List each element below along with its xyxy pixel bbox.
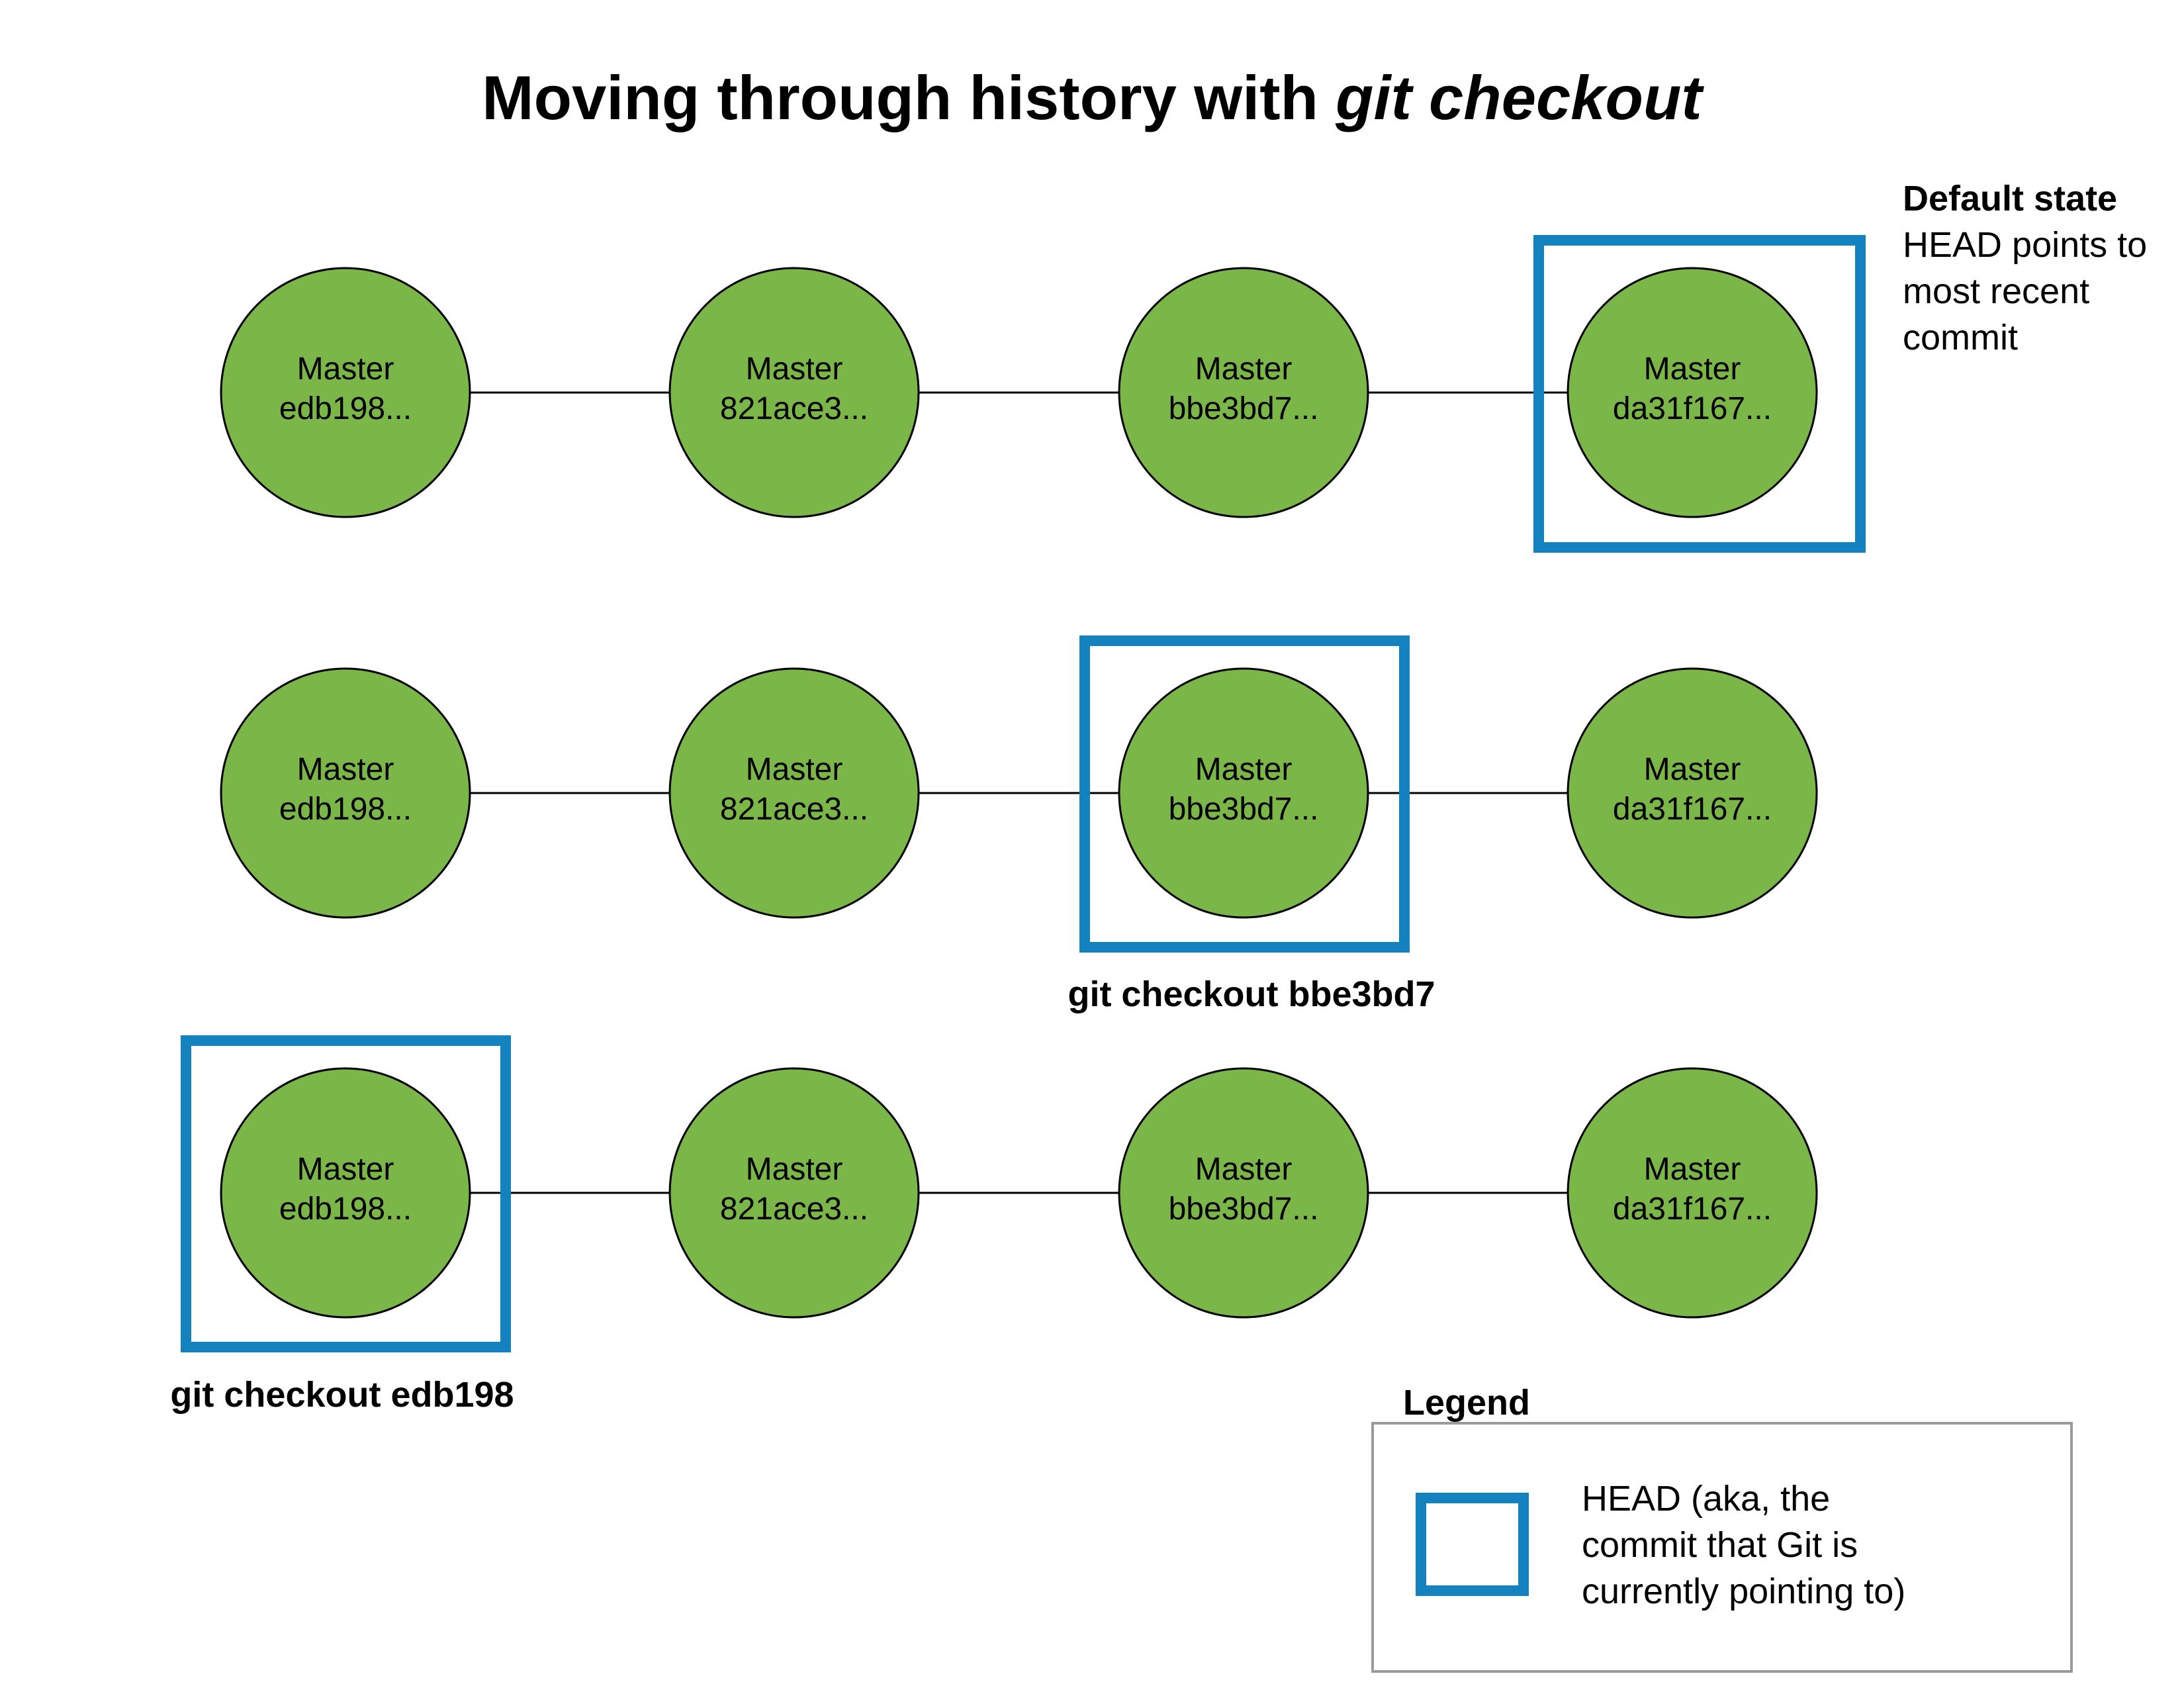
checkout-command-label: git checkout edb198 bbox=[170, 1375, 514, 1415]
commit-branch: Master bbox=[746, 352, 843, 387]
head-marker bbox=[1533, 235, 1866, 553]
commit-hash: bbe3bd7... bbox=[1169, 1192, 1319, 1227]
commit-hash: da31f167... bbox=[1613, 1192, 1772, 1227]
legend-box bbox=[1371, 1422, 2073, 1673]
commit-node: Master bbe3bd7... bbox=[1118, 267, 1369, 518]
commit-branch: Master bbox=[1195, 352, 1293, 387]
commit-node: Master da31f167... bbox=[1567, 667, 1818, 919]
legend-title: Legend bbox=[1403, 1383, 1530, 1423]
legend-head-swatch bbox=[1416, 1493, 1529, 1596]
checkout-command-label: git checkout bbe3bd7 bbox=[1068, 974, 1435, 1014]
commit-branch: Master bbox=[297, 1152, 394, 1187]
commit-branch: Master bbox=[746, 1152, 843, 1187]
commit-branch: Master bbox=[1644, 352, 1741, 387]
commit-hash: edb198... bbox=[279, 792, 412, 827]
history-row-checkout-edb198: Master edb198... Master 821ace3... Maste… bbox=[170, 1035, 1818, 1415]
head-marker bbox=[1079, 635, 1410, 953]
commit-hash: bbe3bd7... bbox=[1169, 792, 1319, 827]
commit-branch: Master bbox=[1644, 1152, 1741, 1187]
commit-node: Master bbe3bd7... bbox=[1118, 1067, 1369, 1319]
default-state-line: commit bbox=[1903, 318, 2018, 357]
commit-hash: edb198... bbox=[279, 1192, 412, 1227]
legend-description-line: commit that Git is bbox=[1582, 1525, 1858, 1565]
legend-description-line: HEAD (aka, the bbox=[1582, 1479, 1830, 1519]
commit-node: Master bbe3bd7... bbox=[1118, 667, 1369, 919]
commit-hash: 821ace3... bbox=[720, 1192, 868, 1227]
commit-hash: da31f167... bbox=[1613, 792, 1772, 827]
commit-node: Master edb198... bbox=[220, 1067, 471, 1319]
commit-branch: Master bbox=[1195, 752, 1293, 787]
commit-hash: da31f167... bbox=[1613, 391, 1772, 426]
commit-branch: Master bbox=[297, 752, 394, 787]
commit-node: Master da31f167... bbox=[1567, 1067, 1818, 1319]
commit-branch: Master bbox=[1644, 752, 1741, 787]
legend-description-line: currently pointing to) bbox=[1582, 1571, 1905, 1611]
commit-branch: Master bbox=[297, 352, 394, 387]
commit-node: Master edb198... bbox=[220, 267, 471, 518]
commit-node: Master 821ace3... bbox=[668, 667, 920, 919]
commit-branch: Master bbox=[746, 752, 843, 787]
title-prefix: Moving through history with bbox=[482, 63, 1336, 132]
history-row-checkout-bbe3bd7: Master edb198... Master 821ace3... Maste… bbox=[220, 635, 1818, 1014]
page-title: Moving through history with git checkout bbox=[482, 63, 1704, 132]
default-state-line: most recent bbox=[1903, 271, 2089, 311]
commit-branch: Master bbox=[1195, 1152, 1293, 1187]
commit-hash: bbe3bd7... bbox=[1169, 391, 1319, 426]
title-emphasis: git checkout bbox=[1335, 63, 1704, 132]
commit-hash: 821ace3... bbox=[720, 792, 868, 827]
commit-hash: 821ace3... bbox=[720, 391, 868, 426]
default-state-line: HEAD points to bbox=[1903, 225, 2147, 265]
head-marker bbox=[181, 1035, 511, 1352]
commit-node: Master da31f167... bbox=[1567, 267, 1818, 518]
commit-node: Master 821ace3... bbox=[668, 267, 920, 518]
legend: Legend HEAD (aka, the commit that Git is… bbox=[1371, 1383, 2073, 1673]
default-state-title: Default state bbox=[1903, 179, 2117, 218]
commit-hash: edb198... bbox=[279, 391, 412, 426]
commit-node: Master 821ace3... bbox=[668, 1067, 920, 1319]
commit-node: Master edb198... bbox=[220, 667, 471, 919]
history-row-default: Master edb198... Master 821ace3... Maste… bbox=[220, 179, 2147, 553]
